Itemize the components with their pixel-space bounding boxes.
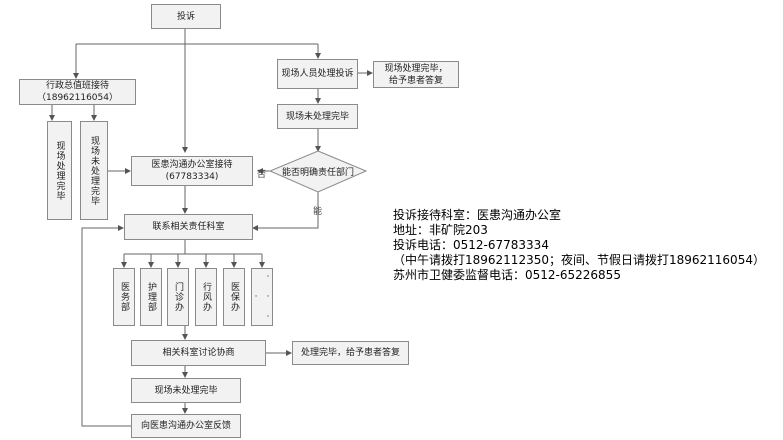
feedback-label: 向医患沟通办公室反馈 — [140, 421, 231, 431]
onsite-done-label-2: 给予患者答复 — [388, 75, 443, 86]
admin-duty-node: 行政总值班接待 （18962116054） — [19, 79, 136, 105]
onsite-notdone-node: 现场未处理完毕 — [277, 104, 358, 129]
discuss-done-node: 处理完毕，给予患者答复 — [292, 341, 409, 365]
onsite-handling-label: 现场人员处理投诉 — [281, 69, 354, 79]
edge-label-yes: 能 — [313, 207, 323, 217]
info-phone: 投诉电话：0512-67783334 — [393, 238, 549, 252]
dept-medical-label: 医务部 — [119, 282, 129, 312]
admin-notdone-node: 现场未处理完毕 — [80, 121, 108, 220]
admin-duty-label: 行政总值班接待 — [45, 81, 109, 91]
admin-done-node: 现场处理完毕 — [47, 121, 72, 220]
complaint-node: 投诉 — [151, 4, 221, 29]
admin-notdone-label: 现场未处理完毕 — [89, 135, 99, 206]
onsite-done-label-1: 现场处理完毕， — [384, 63, 448, 74]
dept-medical-node: 医务部 — [113, 268, 135, 326]
discuss-done-label: 处理完毕，给予患者答复 — [300, 348, 400, 358]
info-address: 地址：非矿院203 — [393, 223, 488, 237]
dept-insurance-label: 医保办 — [229, 282, 239, 312]
dept-nursing-label: 护理部 — [146, 282, 156, 312]
contact-dept-node: 联系相关责任科室 — [124, 214, 253, 240]
discuss-label: 相关科室讨论协商 — [162, 348, 235, 358]
office-reception-phone: (67783334) — [165, 172, 219, 182]
feedback-node: 向医患沟通办公室反馈 — [131, 414, 241, 438]
edge-decision-yes — [252, 192, 319, 231]
final-notdone-node: 现场未处理完毕 — [131, 378, 241, 403]
onsite-handling-node: 现场人员处理投诉 — [277, 59, 358, 89]
info-supervision-phone: 苏州市卫健委监督电话：0512-65226855 — [393, 268, 621, 282]
contact-info-block: 投诉接待科室：医患沟通办公室 地址：非矿院203 投诉电话：0512-67783… — [393, 208, 765, 283]
contact-dept-label: 联系相关责任科室 — [152, 222, 225, 232]
admin-duty-phone: （18962116054） — [37, 93, 118, 103]
dept-nursing-node: 护理部 — [140, 268, 162, 326]
discuss-node: 相关科室讨论协商 — [131, 340, 266, 366]
final-notdone-label: 现场未处理完毕 — [154, 385, 218, 396]
dept-more-node: · · · · — [251, 268, 273, 326]
decision-label: 能否明确责任部门 — [281, 168, 354, 178]
edge-feedback-loop — [81, 225, 131, 427]
complaint-label: 投诉 — [176, 11, 195, 22]
info-dept: 投诉接待科室：医患沟通办公室 — [393, 208, 562, 222]
admin-done-label: 现场处理完毕 — [54, 140, 65, 201]
onsite-done-node: 现场处理完毕， 给予患者答复 — [373, 61, 459, 88]
onsite-notdone-label: 现场未处理完毕 — [285, 111, 349, 122]
dept-more-label: · · · · — [251, 272, 273, 322]
edge-label-no: 否 — [257, 170, 267, 180]
decision-diamond — [268, 150, 368, 193]
dept-insurance-node: 医保办 — [223, 268, 245, 326]
dept-conduct-label: 行风办 — [201, 282, 211, 312]
dept-clinic-node: 门诊办 — [167, 268, 189, 326]
dept-clinic-label: 门诊办 — [173, 282, 183, 312]
office-reception-label: 医患沟通办公室接待 — [151, 160, 233, 170]
info-alt-phones: （中午请拨打18962112350；夜间、节假日请拨打18962116054） — [393, 253, 765, 267]
office-reception-node: 医患沟通办公室接待 (67783334) — [131, 156, 253, 186]
dept-conduct-node: 行风办 — [195, 268, 217, 326]
